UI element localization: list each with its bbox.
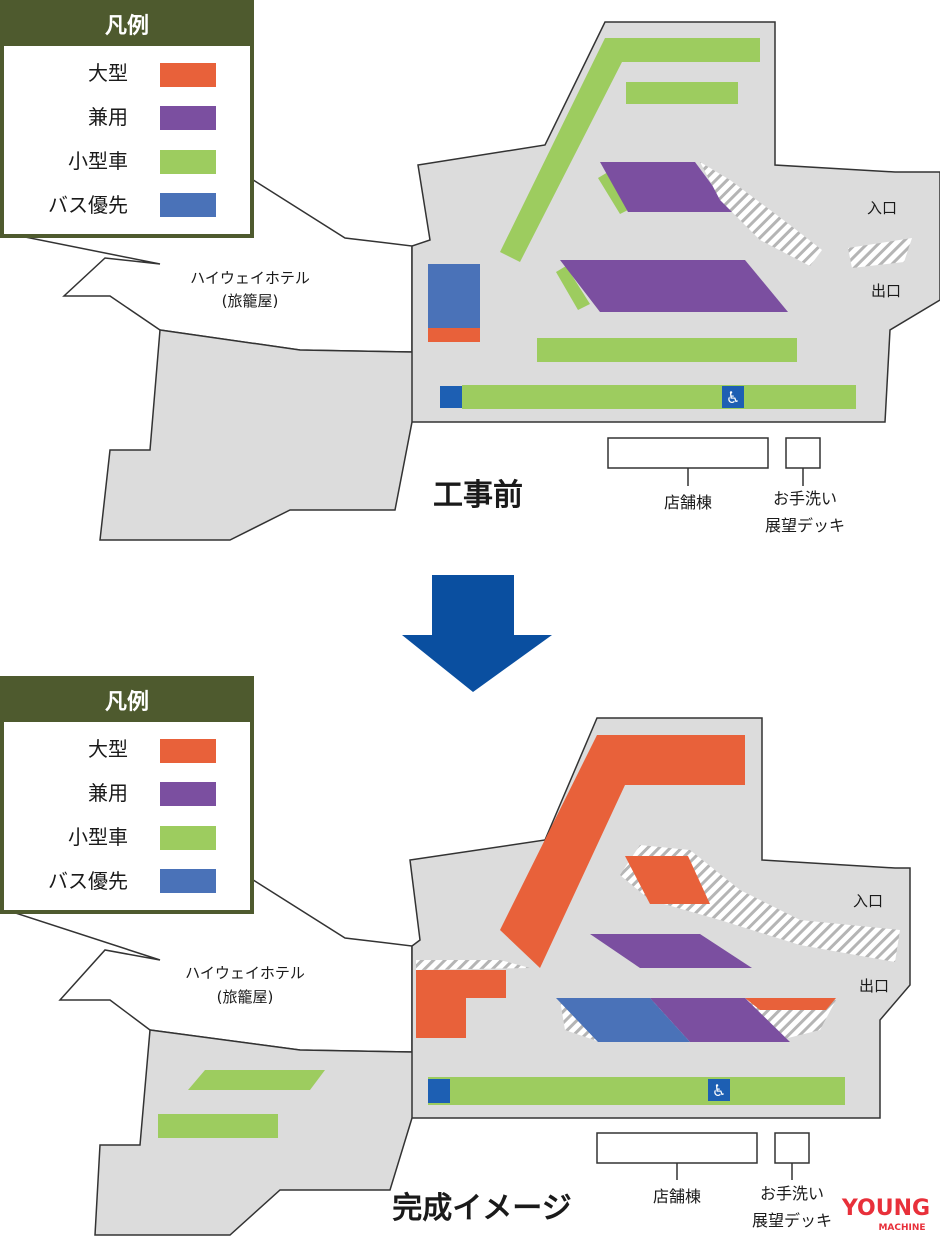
transition-arrow [402, 575, 552, 692]
legend-label: 大型 [88, 61, 128, 85]
entrance-label: 入口 [853, 892, 883, 910]
hatched-zone [700, 162, 822, 266]
legend-label: 小型車 [68, 149, 128, 173]
legend-swatch-small [160, 150, 216, 174]
legend-swatch-bus [160, 869, 216, 893]
legend-title: 凡例 [105, 14, 149, 39]
svg-text:♿: ♿ [712, 1081, 726, 1100]
before-map: ♿ [0, 21, 940, 541]
shared-stall [600, 162, 732, 212]
small-car-stall [462, 385, 856, 409]
legend-label: 大型 [88, 737, 128, 761]
small-car-stall [537, 338, 797, 362]
exit-label: 出口 [859, 977, 889, 995]
bus-priority-stall [428, 264, 480, 328]
shared-stall [650, 998, 790, 1042]
legend-swatch-shared [160, 106, 216, 130]
small-car-stall [428, 1077, 845, 1105]
legend-label: バス優先 [48, 869, 128, 893]
svg-text:♿: ♿ [726, 388, 740, 407]
after-map: ♿ [0, 717, 911, 1236]
legend-label: 兼用 [88, 781, 128, 805]
legend-swatch-shared [160, 782, 216, 806]
legend-after: 凡例 大型 兼用 小型車 バス優先 [0, 676, 254, 914]
hatched-zone [416, 960, 530, 970]
legend-label: 兼用 [88, 105, 128, 129]
small-car-stall [626, 82, 738, 104]
small-car-stall [158, 1114, 278, 1138]
deck-label: 展望デッキ [752, 1211, 832, 1230]
legend-label: 小型車 [68, 825, 128, 849]
large-stall [500, 735, 745, 968]
store-building [596, 1132, 758, 1164]
hotel-sublabel: (旅籠屋) [222, 292, 279, 310]
large-stall [428, 328, 480, 342]
lot-ground-before [99, 21, 940, 541]
wheelchair-icon [708, 1079, 730, 1101]
watermark-logo: YOUNG MACHINE [841, 1196, 930, 1233]
legend-swatch-bus [160, 193, 216, 217]
store-label: 店舗棟 [664, 493, 712, 512]
toilet-label: お手洗い [760, 1184, 824, 1203]
legend-label: バス優先 [48, 193, 128, 217]
store-label: 店舗棟 [653, 1187, 701, 1206]
toilet-building [785, 437, 821, 469]
hatched-zone [848, 238, 912, 268]
legend-swatch-large [160, 63, 216, 87]
legend-swatch-large [160, 739, 216, 763]
shared-stall [560, 260, 788, 312]
large-stall [625, 856, 710, 904]
toilet-building [774, 1132, 810, 1164]
large-stall [745, 998, 836, 1010]
map-caption: 工事前 [433, 478, 523, 513]
svg-text:YOUNG: YOUNG [841, 1196, 930, 1221]
legend-title: 凡例 [105, 690, 149, 715]
legend-before: 凡例 大型 兼用 小型車 バス優先 [0, 0, 254, 238]
hotel-label: ハイウェイホテル [190, 269, 310, 287]
wheelchair-icon [722, 386, 744, 408]
large-stall [416, 970, 506, 1038]
entrance-label: 入口 [867, 199, 897, 217]
small-car-stall [188, 1070, 325, 1090]
map-caption: 完成イメージ [392, 1191, 571, 1226]
legend-swatch-small [160, 826, 216, 850]
hotel-sublabel: (旅籠屋) [217, 988, 274, 1006]
small-car-stall [500, 38, 760, 262]
shared-stall [590, 934, 752, 968]
deck-label: 展望デッキ [765, 516, 845, 535]
ev-quick-charger-icon [428, 1079, 450, 1103]
exit-label: 出口 [871, 282, 901, 300]
small-car-stall [556, 266, 590, 310]
bus-priority-stall [556, 998, 690, 1042]
ev-quick-charger-icon [440, 386, 462, 408]
store-building [607, 437, 769, 469]
svg-text:MACHINE: MACHINE [878, 1223, 925, 1233]
hotel-label: ハイウェイホテル [185, 964, 305, 982]
toilet-label: お手洗い [773, 489, 837, 508]
